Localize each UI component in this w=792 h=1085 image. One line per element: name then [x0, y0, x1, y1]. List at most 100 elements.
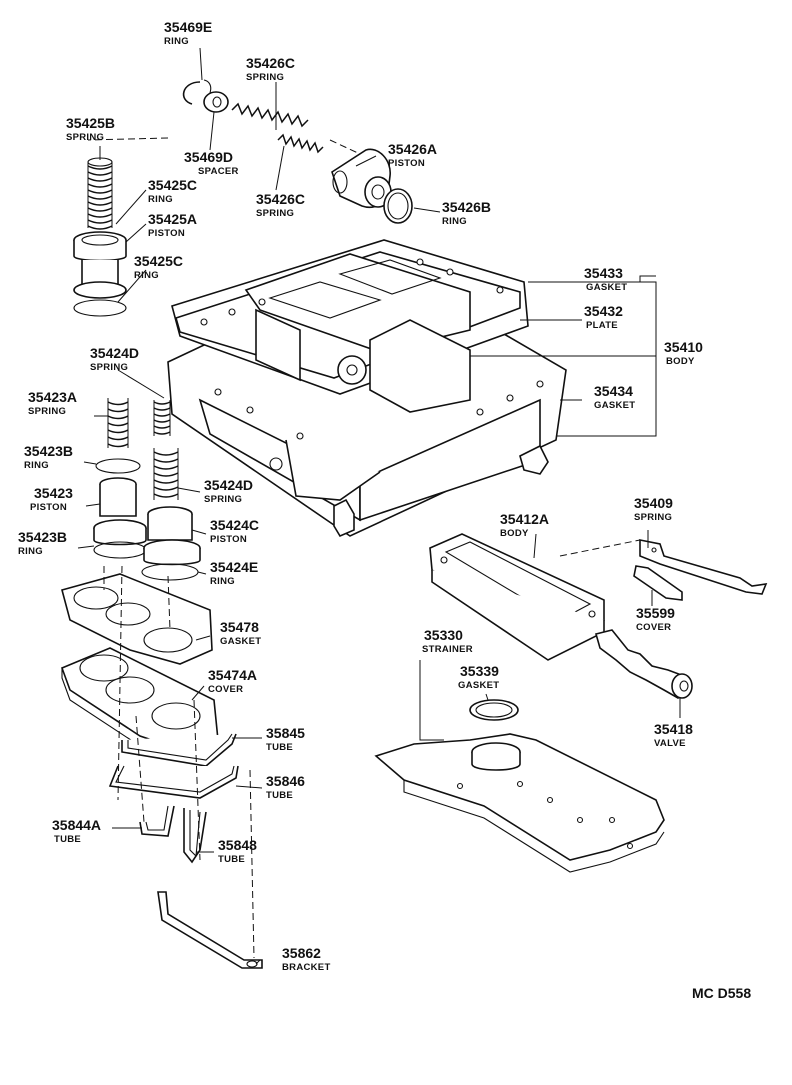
svg-text:35426B: 35426B	[442, 199, 491, 215]
svg-text:PISTON: PISTON	[30, 502, 67, 513]
svg-text:35469E: 35469E	[164, 19, 212, 35]
svg-text:35434: 35434	[594, 383, 633, 399]
svg-text:35339: 35339	[460, 663, 499, 679]
svg-text:RING: RING	[442, 216, 467, 227]
svg-text:TUBE: TUBE	[218, 854, 245, 865]
svg-text:TUBE: TUBE	[266, 790, 293, 801]
spring-35425B-drawing	[87, 157, 113, 230]
svg-text:35424D: 35424D	[90, 345, 139, 361]
svg-text:SPRING: SPRING	[66, 132, 104, 143]
label-35845: 35845 TUBE	[266, 725, 305, 753]
svg-text:35848: 35848	[218, 837, 257, 853]
label-35412A: 35412A BODY	[500, 511, 549, 539]
svg-text:RING: RING	[134, 270, 159, 281]
svg-text:35433: 35433	[584, 265, 623, 281]
label-35848: 35848 TUBE	[218, 837, 257, 865]
svg-text:PLATE: PLATE	[586, 320, 618, 331]
svg-text:35432: 35432	[584, 303, 623, 319]
svg-text:TUBE: TUBE	[54, 834, 81, 845]
label-35599: 35599 COVER	[636, 605, 675, 633]
svg-text:SPACER: SPACER	[198, 166, 239, 177]
piston-35425A-drawing	[73, 231, 127, 299]
label-35418: 35418 VALVE	[654, 721, 693, 749]
svg-text:TUBE: TUBE	[266, 742, 293, 753]
ring-35425C-lower-drawing	[73, 299, 127, 317]
svg-text:35599: 35599	[636, 605, 675, 621]
svg-text:35425B: 35425B	[66, 115, 115, 131]
valve-body-35410-drawing	[167, 239, 567, 538]
svg-text:BODY: BODY	[500, 528, 529, 539]
svg-text:BODY: BODY	[666, 356, 695, 367]
svg-text:35425C: 35425C	[134, 253, 183, 269]
label-35844A: 35844A TUBE	[52, 817, 101, 845]
svg-text:35425C: 35425C	[148, 177, 197, 193]
svg-text:35425A: 35425A	[148, 211, 197, 227]
svg-text:GASKET: GASKET	[458, 680, 499, 691]
svg-text:SPRING: SPRING	[204, 494, 242, 505]
label-35424D-upper: 35424D SPRING	[90, 345, 139, 373]
svg-text:COVER: COVER	[208, 684, 243, 695]
svg-text:35423: 35423	[34, 485, 73, 501]
label-35426C-lower: 35426C SPRING	[256, 191, 305, 219]
svg-text:35412A: 35412A	[500, 511, 549, 527]
ring-35423B-upper-drawing	[95, 458, 141, 474]
tube-35846-drawing	[108, 765, 239, 799]
spring-35426C-lower-drawing	[277, 133, 324, 154]
label-35423A: 35423A SPRING	[28, 389, 77, 417]
svg-text:RING: RING	[210, 576, 235, 587]
svg-text:35330: 35330	[424, 627, 463, 643]
strainer-35330-drawing	[374, 733, 665, 873]
label-35410: 35410 BODY	[664, 339, 703, 367]
svg-text:GASKET: GASKET	[586, 282, 627, 293]
svg-text:RING: RING	[148, 194, 173, 205]
svg-text:SPRING: SPRING	[90, 362, 128, 373]
leader-lines	[77, 47, 681, 965]
svg-text:35423B: 35423B	[18, 529, 67, 545]
label-35469E: 35469E RING	[164, 19, 212, 47]
svg-text:35469D: 35469D	[184, 149, 233, 165]
label-35424E: 35424E RING	[210, 559, 258, 587]
svg-text:35424C: 35424C	[210, 517, 259, 533]
diagram-code: MC D558	[692, 985, 751, 1001]
bracket-35862-drawing	[157, 891, 263, 969]
ring-35424E-drawing	[141, 563, 199, 581]
label-35426C-upper: 35426C SPRING	[246, 55, 295, 83]
svg-text:COVER: COVER	[636, 622, 671, 633]
spring-35423A-drawing	[107, 398, 129, 448]
svg-text:35409: 35409	[634, 495, 673, 511]
svg-text:35423A: 35423A	[28, 389, 77, 405]
svg-text:35844A: 35844A	[52, 817, 101, 833]
label-35426B: 35426B RING	[442, 199, 491, 227]
label-35423B-lower: 35423B RING	[18, 529, 67, 557]
svg-text:VALVE: VALVE	[654, 738, 686, 749]
label-35425B: 35425B SPRING	[66, 115, 115, 143]
ring-35426B-drawing	[383, 188, 413, 224]
svg-text:SPRING: SPRING	[28, 406, 66, 417]
gasket-35339-drawing	[469, 699, 519, 721]
svg-text:35418: 35418	[654, 721, 693, 737]
piston-35424C-drawing	[143, 506, 201, 566]
svg-text:GASKET: GASKET	[594, 400, 635, 411]
spring-35424D-lower-drawing	[153, 448, 179, 500]
label-35434: 35434 GASKET	[594, 383, 635, 411]
label-35330: 35330 STRAINER	[422, 627, 473, 655]
diagram-artwork	[60, 79, 768, 969]
svg-text:PISTON: PISTON	[148, 228, 185, 239]
tube-35848-drawing	[183, 808, 207, 864]
spring-35409-drawing	[639, 539, 768, 595]
svg-text:BRACKET: BRACKET	[282, 962, 331, 973]
svg-text:SPRING: SPRING	[246, 72, 284, 83]
gasket-35478-drawing	[61, 573, 213, 665]
label-35423: 35423 PISTON	[30, 485, 73, 513]
label-35846: 35846 TUBE	[266, 773, 305, 801]
cover-35599-drawing	[633, 565, 683, 601]
svg-text:SPRING: SPRING	[256, 208, 294, 219]
label-35424D-lower: 35424D SPRING	[204, 477, 253, 505]
label-35469D: 35469D SPACER	[184, 149, 239, 177]
svg-text:35426C: 35426C	[246, 55, 295, 71]
tube-35844A-drawing	[139, 805, 175, 837]
svg-text:35845: 35845	[266, 725, 305, 741]
svg-text:35474A: 35474A	[208, 667, 257, 683]
